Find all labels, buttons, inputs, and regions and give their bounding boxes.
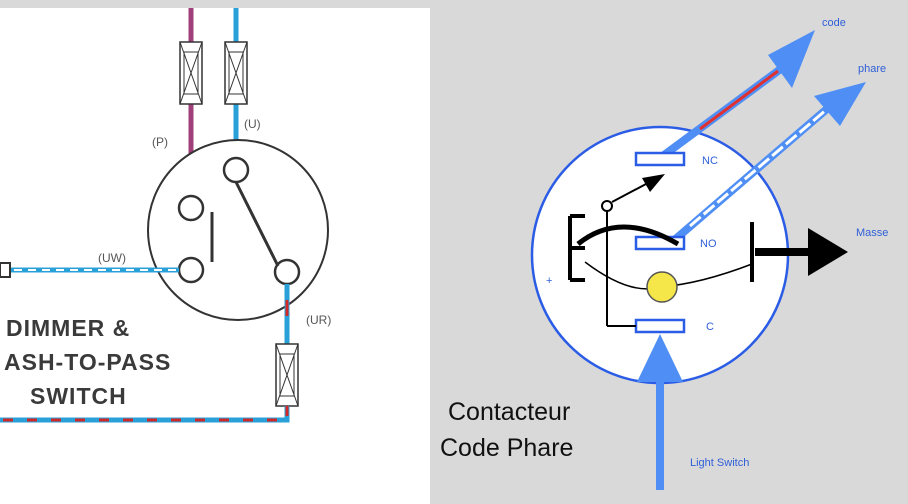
label-masse: Masse <box>856 227 888 239</box>
right-wiring-diagram: NC NO C code phare Masse Light Switch + … <box>440 17 888 490</box>
switch-label-line2: ASH-TO-PASS <box>4 349 171 375</box>
ur-wire-connector <box>275 343 299 407</box>
terminal-uw <box>177 256 205 284</box>
label-uw: (UW) <box>98 251 126 265</box>
terminal-u <box>222 156 250 184</box>
lamp <box>646 271 678 303</box>
label-code: code <box>822 17 846 29</box>
label-plus: + <box>546 275 552 287</box>
terminal-ur <box>273 258 301 286</box>
blue-wire-connector <box>224 41 248 105</box>
label-c: C <box>706 321 714 333</box>
label-ur: (UR) <box>306 313 331 327</box>
uw-plug <box>0 262 11 278</box>
contact-c <box>634 318 686 334</box>
code-output-arrow <box>657 30 815 162</box>
purple-wire-connector <box>179 41 203 105</box>
pivot-point <box>601 200 613 212</box>
label-u: (U) <box>244 117 261 131</box>
switch-label-line1: DIMMER & <box>6 315 130 341</box>
label-phare: phare <box>858 63 886 75</box>
label-light-switch: Light Switch <box>690 457 749 469</box>
light-switch-input-arrow <box>637 334 683 490</box>
label-no: NO <box>700 238 717 250</box>
label-nc: NC <box>702 155 718 167</box>
terminal-p <box>177 194 205 222</box>
contact-nc <box>634 151 686 167</box>
label-p: (P) <box>152 135 168 149</box>
nc-switch-arrow <box>611 174 665 203</box>
moving-contact <box>576 224 680 247</box>
left-wiring-diagram: (P) (U) (UW) (UR) DIMMER & ASH-TO-PASS S… <box>0 8 331 423</box>
title-line2: Code Phare <box>440 434 573 462</box>
switch-lever <box>234 181 280 267</box>
switch-label-line3: SWITCH <box>30 383 127 409</box>
title-line1: Contacteur <box>448 398 570 426</box>
ur-return-tracer <box>0 406 289 422</box>
left-plate <box>568 214 585 282</box>
masse-arrow <box>755 228 848 276</box>
phare-output-arrow <box>669 82 866 246</box>
